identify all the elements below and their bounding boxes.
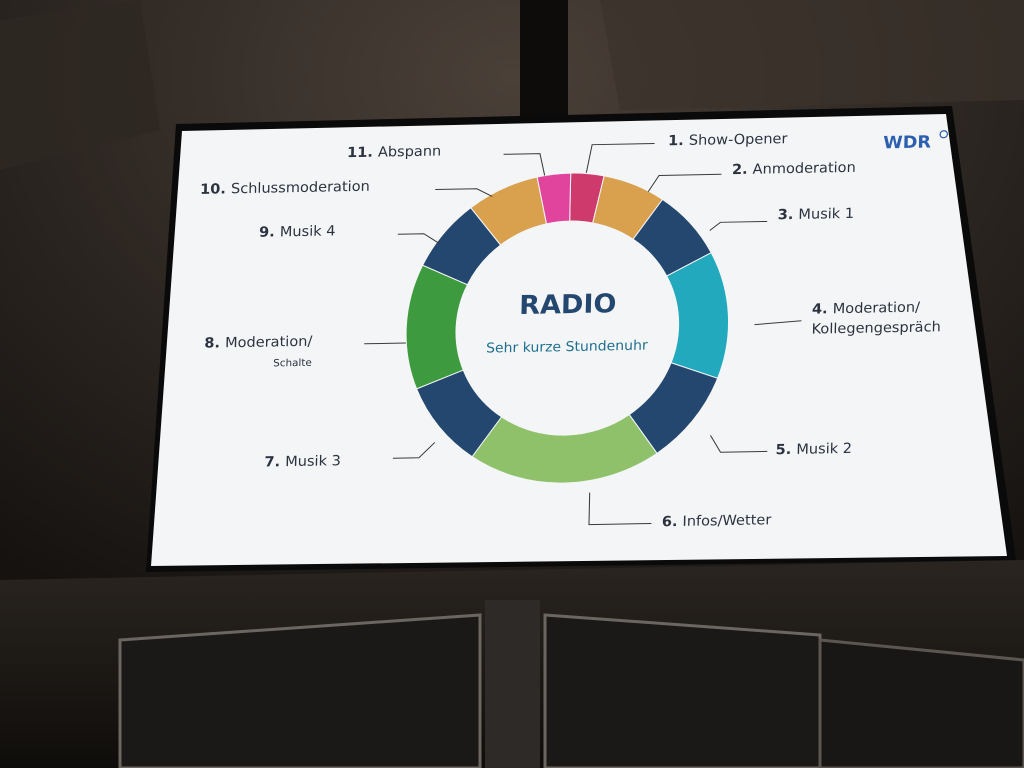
ceiling-panel <box>600 0 1024 110</box>
mount-pole <box>520 0 568 118</box>
leader-line <box>754 320 802 326</box>
segment-label-line: Musik 1 <box>798 206 854 223</box>
segment-number: 4. <box>812 301 833 317</box>
leader-line <box>364 342 406 345</box>
segment-label-line: Moderation/ <box>833 300 921 317</box>
leader-line <box>503 153 546 176</box>
segment-label-line: Moderation/ <box>225 334 313 351</box>
center-title: RADIO <box>519 289 617 321</box>
center-subtitle: Sehr kurze Stundenuhr <box>486 338 648 357</box>
leader-line <box>585 143 655 173</box>
ceiling-panel <box>0 0 160 170</box>
leader-lines <box>364 143 802 526</box>
segment-label: 8. Moderation/Schalte <box>204 334 313 371</box>
segment-label-line: Musik 2 <box>796 441 852 458</box>
leader-line <box>392 442 436 459</box>
slide-background <box>151 114 1007 566</box>
segment-number: 6. <box>662 514 683 530</box>
segment-number: 2. <box>732 162 753 178</box>
segment-label-line: Show-Opener <box>689 131 788 148</box>
leader-line <box>647 173 722 192</box>
segment-label: 1. Show-Opener <box>668 131 788 149</box>
leader-line <box>710 435 768 453</box>
leader-line <box>588 492 652 526</box>
segment-number: 7. <box>264 454 285 470</box>
segment-label-line: Musik 4 <box>280 224 336 241</box>
segment-labels: 1. Show-Opener 2. Anmoderation 3. Musik 1 4… <box>200 131 941 530</box>
wdr-logo-mark <box>939 130 949 139</box>
segment-label: 4. Moderation/Kollegengespräch <box>811 299 941 337</box>
segment-number: 5. <box>775 442 796 458</box>
leader-line <box>435 188 493 197</box>
cabinet-pillar <box>485 600 540 768</box>
leader-line <box>397 233 440 244</box>
segment-label-line: Infos/Wetter <box>682 512 771 529</box>
segment-number: 10. <box>200 182 231 198</box>
segment-number: 11. <box>347 145 378 161</box>
segment-label: 9. Musik 4 <box>259 224 336 241</box>
glass-cabinet-left <box>118 613 482 768</box>
segment-label: 10. Schlussmoderation <box>200 179 370 198</box>
segment-number: 8. <box>204 336 225 352</box>
segment-label-line: Schalte <box>273 358 312 369</box>
wdr-logo: WDR <box>883 133 931 153</box>
clock-segment <box>536 172 572 225</box>
segment-label: 3. Musik 1 <box>778 206 855 223</box>
segment-number: 1. <box>668 133 689 149</box>
segment-label: 7. Musik 3 <box>264 453 341 470</box>
radio-clock-ring <box>405 172 730 484</box>
segment-label: 6. Infos/Wetter <box>662 512 772 530</box>
leader-line <box>709 220 768 231</box>
segment-number: 3. <box>778 207 799 223</box>
segment-label: 2. Anmoderation <box>732 160 856 178</box>
glass-cabinet-far <box>818 638 1024 768</box>
segment-label-line: Kollegengespräch <box>811 319 941 337</box>
segment-number: 9. <box>259 225 280 241</box>
segment-label-line: Anmoderation <box>752 160 855 178</box>
segment-label-line: Schlussmoderation <box>231 179 370 197</box>
glass-cabinet-right <box>543 613 822 768</box>
segment-label-line: Musik 3 <box>285 453 341 470</box>
segment-label-line: Abspann <box>378 144 442 161</box>
segment-label: 11. Abspann <box>347 144 442 161</box>
slide-content: WDR 1. Show-Opener 2. Anmoderation 3. Musi… <box>200 130 949 530</box>
segment-label: 5. Musik 2 <box>775 441 852 458</box>
